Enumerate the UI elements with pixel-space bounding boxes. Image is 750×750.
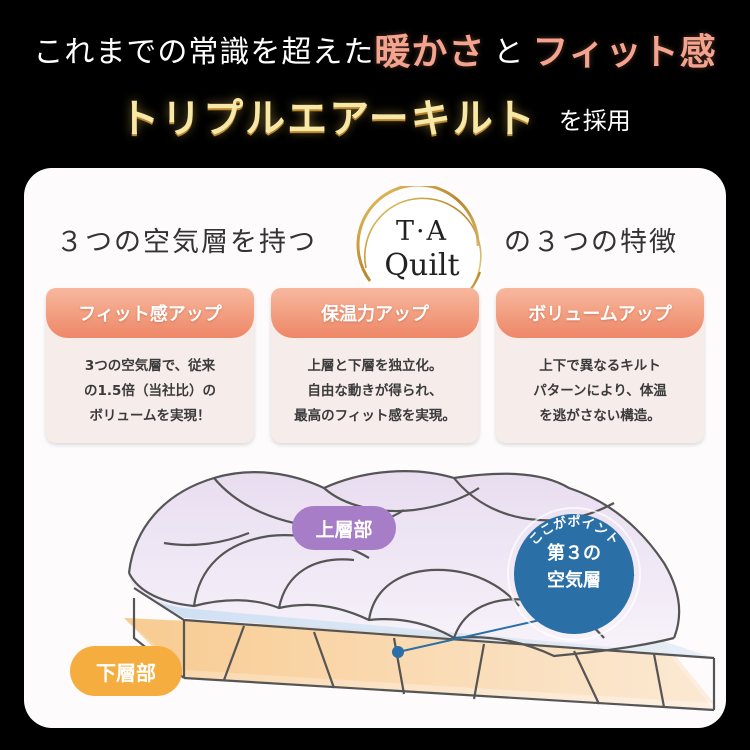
logo-text-ta: T·A [395, 216, 449, 247]
headline-line-1: これまでの常識を超えた 暖かさ と フィット感 [0, 18, 750, 80]
feature-description: 上層と下層を独立化。 自由な動きが得られ、 最高のフィット感を実現。 [294, 358, 456, 424]
features-heading: ３つの空気層を持つ T·A Quilt の３つの特徴 [24, 183, 726, 320]
headline-and: と [493, 35, 525, 70]
headline-prefix: これまでの常識を超えた [33, 35, 375, 70]
feature-title: 保温力アップ [271, 288, 479, 338]
feature-description: 3つの空気層で、従来 の1.5倍（当社比）の ボリュームを実現！ [84, 358, 216, 424]
feature-title: フィット感アップ [46, 288, 254, 338]
headline-warmth: 暖かさ [374, 31, 486, 73]
features-card: ３つの空気層を持つ T·A Quilt の３つの特徴 フィット感アッ [24, 168, 726, 728]
feature-card-warmth: 保温力アップ 上層と下層を独立化。 自由な動きが得られ、 最高のフィット感を実現… [271, 288, 479, 443]
headline-line-2: トリプルエアーキルト を採用 [0, 84, 750, 146]
features-heading-prefix: ３つの空気層を持つ [56, 227, 317, 258]
point-main-text: 第３の 空気層 [547, 543, 601, 591]
badge-circle-icon: ここがポイント [507, 507, 641, 641]
feature-card-fit: フィット感アップ 3つの空気層で、従来 の1.5倍（当社比）の ボリュームを実現… [46, 288, 254, 443]
headline-fit: フィット感 [532, 31, 717, 73]
product-name: トリプルエアーキルト [119, 95, 537, 142]
features-heading-suffix: の３つの特徴 [504, 227, 678, 258]
logo-text-quilt: Quilt [384, 248, 460, 283]
headline-suffix: を採用 [558, 106, 631, 135]
upper-layer-label: 上層部 [292, 506, 396, 550]
feature-title: ボリュームアップ [496, 288, 704, 338]
feature-card-volume: ボリュームアップ 上下で異なるキルト パターンにより、体温 を逃がさない構造。 [496, 288, 704, 443]
feature-description: 上下で異なるキルト パターンにより、体温 を逃がさない構造。 [533, 358, 667, 424]
point-badge: ここがポイント 第３の 空気層 [504, 504, 644, 644]
lower-layer-label: 下層部 [70, 646, 182, 696]
